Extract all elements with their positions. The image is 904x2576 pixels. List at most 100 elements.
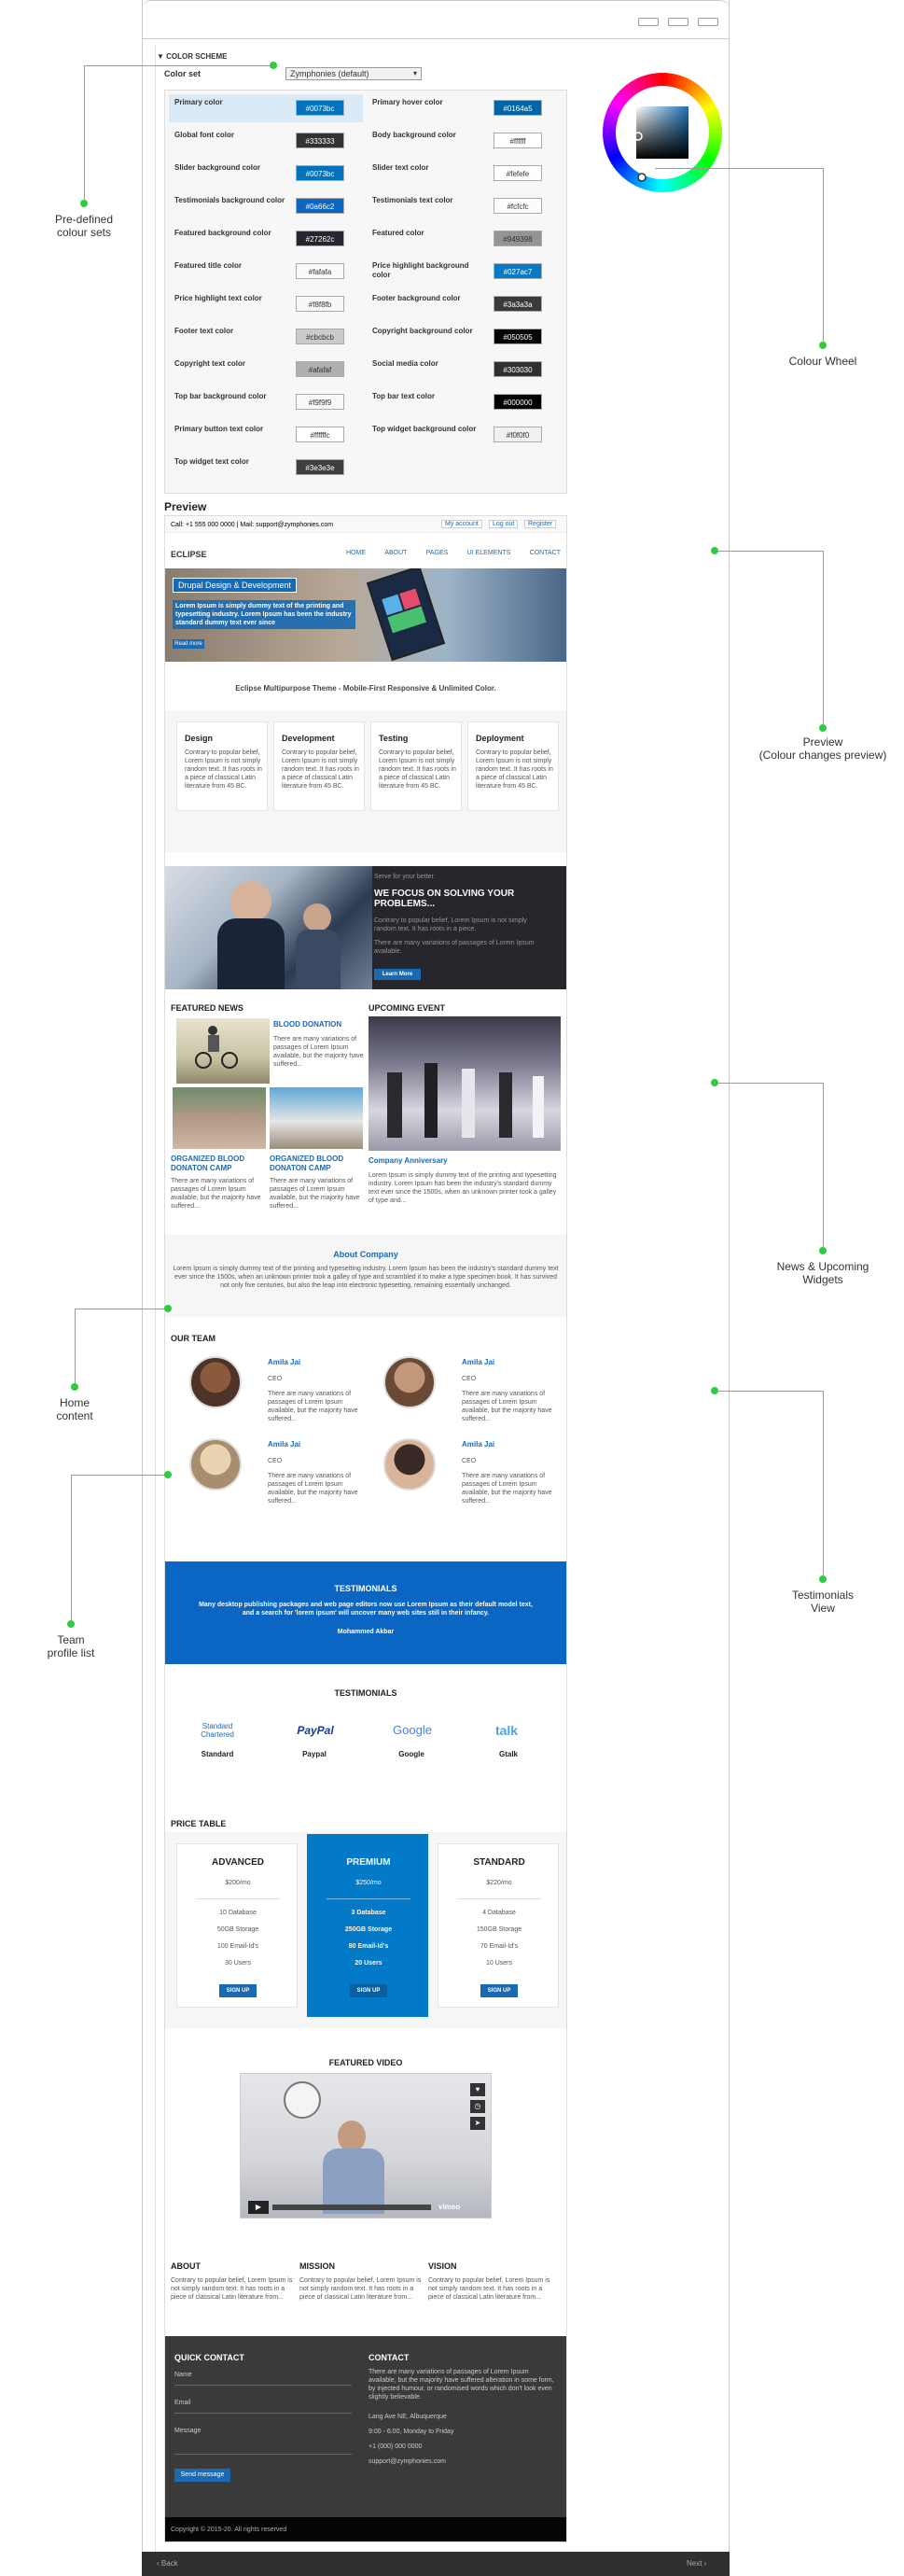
info-column-text: Contrary to popular belief, Lorem Ipsum … [171,2277,293,2301]
color-swatch-input[interactable]: #0a66c2 [296,198,344,214]
plan-feature: 100 Email-Id's [216,1943,259,1950]
color-swatch-input[interactable]: #027ac7 [494,263,542,279]
color-row-label: Copyright background color [372,327,473,335]
color-swatch-input[interactable]: #0164a5 [494,100,542,116]
color-swatch-input[interactable]: #3e3e3e [296,459,344,475]
name-input[interactable] [174,2385,352,2386]
minimize-button[interactable] [638,18,659,26]
contact-email[interactable]: support@zymphonies.com [369,2458,446,2465]
color-swatch-input[interactable]: #ffffffc [296,427,344,442]
register-link[interactable]: Register [524,520,557,528]
hue-marker[interactable] [637,173,647,182]
annotation-line [71,1475,72,1624]
service-title: Deployment [476,734,524,743]
color-row-label: Featured background color [174,229,271,237]
next-button[interactable]: Next › [687,2559,707,2568]
plan-feature: 20 Users [355,1960,382,1967]
learn-more-button[interactable]: Learn More [374,969,421,980]
annotation-line [715,1083,823,1084]
plan-price: $220/mo [486,1880,512,1886]
color-swatch-input[interactable]: #949398 [494,231,542,246]
video-progress[interactable] [272,2205,431,2210]
news-title-1[interactable]: BLOOD DONATION [273,1020,342,1029]
email-label: Email [174,2400,191,2406]
color-swatch-input[interactable]: #fcfcfc [494,198,542,214]
annotation-line [75,1309,76,1387]
team-member-name[interactable]: Amila Jai [268,1440,301,1449]
color-swatch-input[interactable]: #0073bc [296,100,344,116]
event-text: Lorem Ipsum is simply dummy text of the … [369,1172,557,1204]
color-row: Top bar text color#000000 [367,388,561,416]
color-swatch-input[interactable]: #333333 [296,133,344,148]
my-account-link[interactable]: My account [441,520,482,528]
bottom-nav: ‹ Back Next › [142,2552,730,2576]
maximize-button[interactable] [668,18,688,26]
event-title[interactable]: Company Anniversary [369,1156,448,1165]
nav-about[interactable]: ABOUT [384,550,408,556]
saturation-marker[interactable] [633,132,643,141]
clock-icon[interactable]: ◷ [470,2100,485,2113]
news-title-2[interactable]: ORGANIZED BLOOD DONATON CAMP [171,1155,245,1172]
share-icon[interactable]: ➤ [470,2117,485,2130]
testimonials-band: TESTIMONIALS Many desktop publishing pac… [165,1561,566,1664]
logout-link[interactable]: Log out [489,520,519,528]
color-scheme-toggle[interactable]: ▼ COLOR SCHEME [157,52,228,61]
close-button[interactable] [698,18,718,26]
color-row-label: Top widget background color [372,425,477,433]
team-heading: OUR TEAM [171,1334,216,1343]
team-member-role: CEO [462,1376,477,1382]
annotation-dot [67,1620,75,1628]
content-divider [155,45,156,2555]
color-wheel[interactable] [603,73,722,192]
color-swatch-input[interactable]: #cbcbcb [296,329,344,344]
annotation-predefined-sets: Pre-defined colour sets [54,213,114,239]
nav-pages[interactable]: PAGES [425,550,449,556]
color-swatch-input[interactable]: #afafaf [296,361,344,377]
color-swatch-input[interactable]: #ffffff [494,133,542,148]
read-more-button[interactable]: Read more [173,639,204,649]
color-swatch-input[interactable]: #fafafa [296,263,344,279]
annotation-line [71,1475,168,1476]
nav-home[interactable]: HOME [346,550,366,556]
color-swatch-input[interactable]: #000000 [494,394,542,410]
color-swatch-input[interactable]: #27262c [296,231,344,246]
team-member-name[interactable]: Amila Jai [268,1358,301,1366]
testimonial-quote: Many desktop publishing packages and web… [199,1602,533,1617]
team-member-name[interactable]: Amila Jai [462,1358,495,1366]
sign-up-button[interactable]: SIGN UP [480,1984,518,1997]
color-swatch-input[interactable]: #f0f0f0 [494,427,542,442]
featured-text-2: There are many variations of passages of… [374,940,535,955]
video-player[interactable]: ♥ ◷ ➤ ▶ vimeo [240,2073,492,2219]
color-swatch-input[interactable]: #0073bc [296,165,344,181]
email-input[interactable] [174,2413,352,2414]
annotation-dot [711,1079,718,1086]
color-swatch-input[interactable]: #050505 [494,329,542,344]
color-row-label: Primary color [174,98,223,106]
service-text: Contrary to popular belief, Lorem Ipsum … [282,749,359,790]
send-message-button[interactable]: Send message [174,2469,230,2482]
plan-name: STANDARD [473,1857,525,1868]
news-title-3[interactable]: ORGANIZED BLOOD DONATON CAMP [270,1155,344,1172]
team-member-name[interactable]: Amila Jai [462,1440,495,1449]
back-button[interactable]: ‹ Back [157,2559,178,2568]
nav-contact[interactable]: CONTACT [529,550,561,556]
nav-ui-elements[interactable]: UI ELEMENTS [466,550,511,556]
color-swatch-input[interactable]: #f9f9f9 [296,394,344,410]
color-swatch-input[interactable]: #3a3a3a [494,296,542,312]
color-swatch-input[interactable]: #303030 [494,361,542,377]
like-icon[interactable]: ♥ [470,2083,485,2096]
sign-up-button[interactable]: SIGN UP [350,1984,387,1997]
sign-up-button[interactable]: SIGN UP [219,1984,257,1997]
testimonials-band-heading: TESTIMONIALS [334,1584,397,1593]
color-swatch-input[interactable]: #fefefe [494,165,542,181]
message-input[interactable] [174,2454,352,2455]
color-swatch-input[interactable]: #f8f8fb [296,296,344,312]
site-logo[interactable]: ECLIPSE [171,550,207,559]
plan-name: ADVANCED [212,1857,264,1868]
color-set-select[interactable]: Zymphonies (default) ▾ [285,67,422,80]
annotation-line [823,1083,824,1251]
play-icon[interactable]: ▶ [248,2201,269,2214]
featured-image [165,866,372,989]
